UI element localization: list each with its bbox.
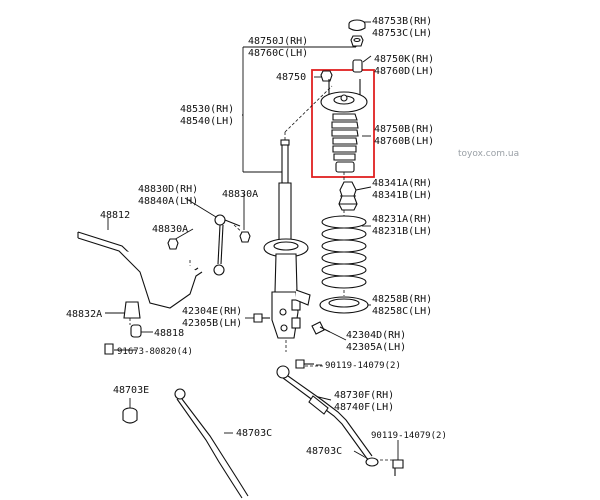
nut-48830a-mid-part <box>167 238 179 250</box>
label-90119-b: 90119-14079(2) <box>371 431 447 441</box>
collar-part <box>352 59 363 73</box>
svg-text:48830D(RH): 48830D(RH) <box>138 184 198 195</box>
svg-text:48258C(LH): 48258C(LH) <box>372 306 432 317</box>
svg-text:48231A(RH): 48231A(RH) <box>372 214 432 225</box>
strut-mount-part <box>320 79 368 173</box>
svg-text:48840A(LH): 48840A(LH) <box>138 196 198 207</box>
svg-text:48760B(LH): 48760B(LH) <box>374 136 434 147</box>
trailing-arm-part <box>174 388 249 499</box>
label-48760b: 48760B(LH) <box>374 136 434 147</box>
label-48753b: 48753B(RH) <box>372 16 432 27</box>
label-48832a: 48832A <box>66 309 102 320</box>
label-42305b: 42305B(LH) <box>182 318 242 329</box>
small-nut-part <box>320 70 333 82</box>
label-48530: 48530(RH) <box>180 104 234 115</box>
label-42305a: 42305A(LH) <box>346 342 406 353</box>
label-48840a: 48840A(LH) <box>138 196 198 207</box>
svg-text:48753B(RH): 48753B(RH) <box>372 16 432 27</box>
svg-text:48750K(RH): 48750K(RH) <box>374 54 434 65</box>
svg-text:48540(LH): 48540(LH) <box>180 116 234 127</box>
label-48750: 48750 <box>276 72 306 83</box>
label-48703c-left: 48703C <box>236 428 272 439</box>
svg-text:48341A(RH): 48341A(RH) <box>372 178 432 189</box>
svg-text:48740F(LH): 48740F(LH) <box>334 402 394 413</box>
label-48231a: 48231A(RH) <box>372 214 432 225</box>
label-48730f: 48730F(RH) <box>334 390 394 401</box>
label-42304e: 42304E(RH) <box>182 306 242 317</box>
label-42304d: 42304D(RH) <box>346 330 406 341</box>
label-48740f: 48740F(LH) <box>334 402 394 413</box>
bushing-48703e-part <box>122 407 138 424</box>
cap-part <box>348 19 366 32</box>
svg-text:48231B(LH): 48231B(LH) <box>372 226 432 237</box>
label-48830a-mid: 48830A <box>152 224 188 235</box>
spring-seat-part <box>319 296 369 314</box>
svg-text:48750J(RH): 48750J(RH) <box>248 36 308 47</box>
coil-spring-part <box>321 215 367 289</box>
svg-text:42304D(RH): 42304D(RH) <box>346 330 406 341</box>
svg-text:48258B(RH): 48258B(RH) <box>372 294 432 305</box>
label-48750j: 48750J(RH) <box>248 36 308 47</box>
label-48830d: 48830D(RH) <box>138 184 198 195</box>
svg-text:48753C(LH): 48753C(LH) <box>372 28 432 39</box>
svg-text:48730F(RH): 48730F(RH) <box>334 390 394 401</box>
label-48341b: 48341B(LH) <box>372 190 432 201</box>
label-90119-a: 90119-14079(2) <box>325 361 401 371</box>
label-48258b: 48258B(RH) <box>372 294 432 305</box>
label-48540: 48540(LH) <box>180 116 234 127</box>
label-48812: 48812 <box>100 210 130 221</box>
shock-absorber-part <box>263 139 311 339</box>
labels: 48753B(RH) 48753C(LH) 48750J(RH) 48760C(… <box>66 16 447 457</box>
svg-text:42304E(RH): 42304E(RH) <box>182 306 242 317</box>
svg-text:42305A(LH): 42305A(LH) <box>346 342 406 353</box>
svg-text:48750B(RH): 48750B(RH) <box>374 124 434 135</box>
highlight-box <box>311 69 375 178</box>
bolt-90119a-part <box>295 359 314 369</box>
bump-stop-part <box>338 181 358 211</box>
label-48818: 48818 <box>154 328 184 339</box>
label-48341a: 48341A(RH) <box>372 178 432 189</box>
label-48753c: 48753C(LH) <box>372 28 432 39</box>
bolt-90119b-part <box>392 459 404 476</box>
stabilizer-link-part <box>213 214 241 276</box>
label-48703e: 48703E <box>113 385 149 396</box>
svg-text:48760D(LH): 48760D(LH) <box>374 66 434 77</box>
label-91673: 91673-80820(4) <box>117 347 193 357</box>
lateral-rod-part <box>276 365 379 467</box>
svg-text:48530(RH): 48530(RH) <box>180 104 234 115</box>
label-48830a-top: 48830A <box>222 189 258 200</box>
bolt-42304e-part <box>253 313 270 323</box>
label-48760d: 48760D(LH) <box>374 66 434 77</box>
label-48750k: 48750K(RH) <box>374 54 434 65</box>
svg-text:48341B(LH): 48341B(LH) <box>372 190 432 201</box>
nut-part <box>350 35 364 47</box>
label-48231b: 48231B(LH) <box>372 226 432 237</box>
stabilizer-bar-part <box>77 231 203 309</box>
nut-48830a-top-part <box>239 231 251 243</box>
watermark: toyox.com.ua <box>458 149 519 159</box>
label-48750b: 48750B(RH) <box>374 124 434 135</box>
bolt-42304d-part <box>311 321 331 335</box>
svg-text:48760C(LH): 48760C(LH) <box>248 48 308 59</box>
label-48258c: 48258C(LH) <box>372 306 432 317</box>
svg-text:42305B(LH): 42305B(LH) <box>182 318 242 329</box>
label-48703c-right: 48703C <box>306 446 342 457</box>
bushing-bracket-part <box>104 301 142 355</box>
label-48760c: 48760C(LH) <box>248 48 308 59</box>
